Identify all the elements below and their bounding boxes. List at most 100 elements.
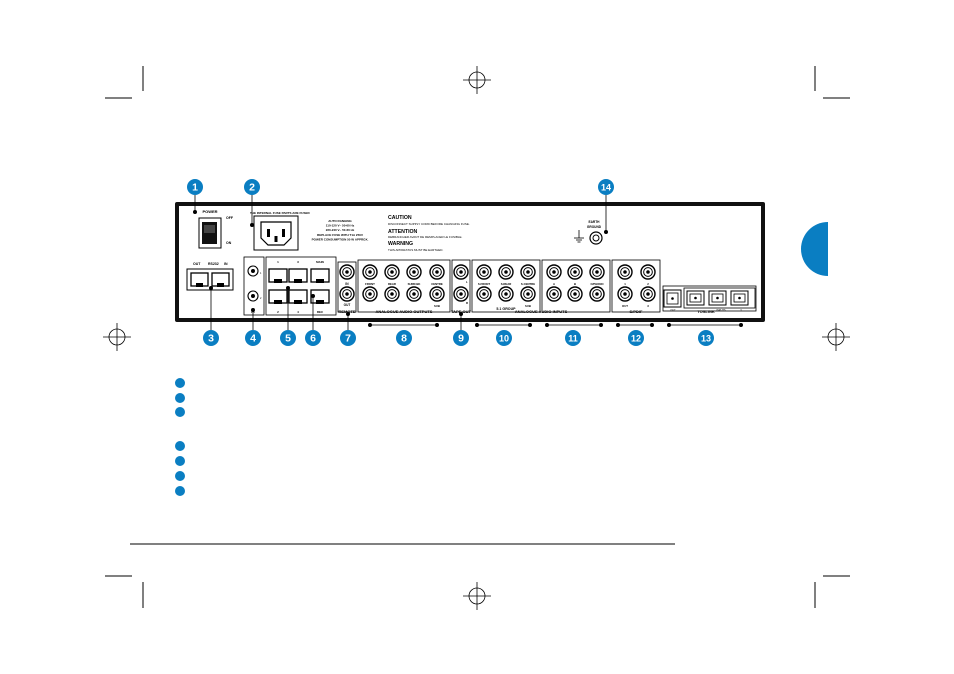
callout-number: 11	[568, 334, 578, 344]
callout-number: 2	[249, 182, 255, 194]
remote-in-label: IN	[345, 282, 349, 286]
analogue-out-surrbk-label: SURR.BK	[408, 282, 421, 286]
ground-label: GROUND	[587, 225, 602, 229]
callout-circle	[340, 330, 356, 346]
callout-circle	[187, 179, 203, 195]
callout-circle	[280, 330, 296, 346]
caution-title: CAUTION	[388, 215, 412, 221]
analogue-outputs-label: ANALOGUE AUDIO OUTPUTS	[376, 309, 433, 314]
mains-rating-line: AUTO RANGING	[328, 219, 352, 223]
earth-label: EARTH	[589, 220, 601, 224]
rca-jack[interactable]	[362, 264, 378, 280]
warning-title: WARNING	[388, 241, 413, 247]
callout-circle	[245, 330, 261, 346]
legend-bullet	[175, 486, 185, 496]
rca-jack[interactable]	[589, 264, 605, 280]
warning-text: THIS APPARATUS MUST BE EARTHED.	[388, 248, 443, 252]
legend-bullet	[175, 456, 185, 466]
callout-14: 14	[598, 179, 614, 195]
rj-port[interactable]	[268, 268, 288, 283]
mains-rating-line: 110-120 V~ 50-60 Hz	[326, 224, 355, 228]
registration-mark-right	[822, 323, 850, 351]
rca-jack[interactable]	[453, 264, 469, 280]
rca-jack[interactable]	[339, 264, 355, 280]
rca-jack[interactable]	[567, 264, 583, 280]
earth-ground-terminal[interactable]: EARTH GROUND	[574, 220, 603, 245]
port-bottom-2-label: 4	[297, 310, 299, 314]
rca-jack[interactable]	[476, 286, 492, 302]
legend-bullets	[175, 378, 185, 496]
spdif-3-label: 3	[647, 304, 649, 308]
port-top-2-label: 3	[297, 260, 299, 264]
rca-jack[interactable]	[617, 286, 633, 302]
callout-4: 4	[245, 330, 261, 346]
spdif-1-label: 1	[624, 282, 626, 286]
rca-jack[interactable]	[429, 264, 445, 280]
rj-port[interactable]	[268, 289, 288, 304]
rj-port[interactable]	[288, 289, 308, 304]
power-label: POWER	[202, 209, 217, 214]
rca-jack[interactable]	[453, 286, 469, 302]
callout-9: 9	[453, 330, 469, 346]
callout-circle	[598, 179, 614, 195]
callout-1: 1	[187, 179, 203, 195]
rs232-out-label: OUT	[193, 262, 201, 266]
rca-jack[interactable]	[498, 264, 514, 280]
callout-6: 6	[305, 330, 321, 346]
network-ports[interactable]: 1 3 MAIN 2 4 REC	[265, 256, 337, 316]
callout-number: 7	[345, 333, 351, 345]
callout-number: 13	[701, 334, 711, 344]
toslink-3-label: 3	[740, 309, 742, 312]
group51-scentre-label: S.CENTRE	[521, 282, 535, 286]
rca-jack[interactable]	[406, 264, 422, 280]
rca-jack[interactable]	[546, 264, 562, 280]
callout-circle	[565, 330, 581, 346]
callout-7: 7	[340, 330, 356, 346]
registration-mark-bottom	[463, 582, 491, 610]
rca-jack[interactable]	[640, 286, 656, 302]
legend-bullet	[175, 407, 185, 417]
rca-jack[interactable]	[498, 286, 514, 302]
rca-jack[interactable]	[589, 286, 605, 302]
callout-11: 11	[565, 330, 581, 346]
rca-jack[interactable]	[339, 286, 355, 302]
rca-jack[interactable]	[640, 264, 656, 280]
callout-number: 8	[401, 333, 407, 345]
callout-8: 8	[396, 330, 412, 346]
rca-jacks[interactable]	[339, 264, 656, 302]
rca-jack[interactable]	[476, 264, 492, 280]
rca-jack[interactable]	[520, 286, 536, 302]
callout-number: 1	[192, 182, 198, 194]
rca-jack[interactable]	[567, 286, 583, 302]
attention-text: DEBRANCHER AVANT DE REMPLACER LE FUSIBLE…	[388, 235, 463, 239]
rca-jack[interactable]	[384, 286, 400, 302]
analogue-out-sub-label: SUB	[434, 304, 440, 308]
port-bottom-1-label: 2	[277, 310, 279, 314]
caution-text: DISCONNECT SUPPLY CORD BEFORE CHANGING F…	[388, 222, 470, 226]
port-top-3-label: MAIN	[316, 260, 324, 264]
callout-circle	[698, 330, 714, 346]
tape-out-label: TAPE OUT	[451, 309, 471, 314]
rj-port[interactable]	[310, 268, 330, 283]
legend-bullet	[175, 393, 185, 403]
rca-jack[interactable]	[362, 286, 378, 302]
rca-jack[interactable]	[617, 264, 633, 280]
power-switch[interactable]: POWER OFF ON	[198, 209, 234, 249]
safety-text: CAUTION DISCONNECT SUPPLY CORD BEFORE CH…	[388, 215, 470, 252]
toslink-ports[interactable]	[663, 287, 756, 309]
legend-bullet	[175, 441, 185, 451]
group51-label: 5.1 GROUP	[496, 307, 516, 311]
registration-mark-left	[103, 323, 131, 351]
rj-port[interactable]	[310, 289, 330, 304]
spdif-out-label: OUT	[622, 304, 628, 308]
rs232-ports[interactable]: OUT RS232 IN	[186, 262, 234, 291]
rca-jack[interactable]	[406, 286, 422, 302]
rca-jack[interactable]	[429, 286, 445, 302]
rca-jack[interactable]	[384, 264, 400, 280]
rj-port[interactable]	[288, 268, 308, 283]
rca-jack[interactable]	[546, 286, 562, 302]
rca-jack[interactable]	[520, 264, 536, 280]
remote-jacks[interactable]: IN OUT REMOTE	[337, 261, 357, 314]
input-c-phono-label: C/PHONO	[590, 282, 604, 286]
